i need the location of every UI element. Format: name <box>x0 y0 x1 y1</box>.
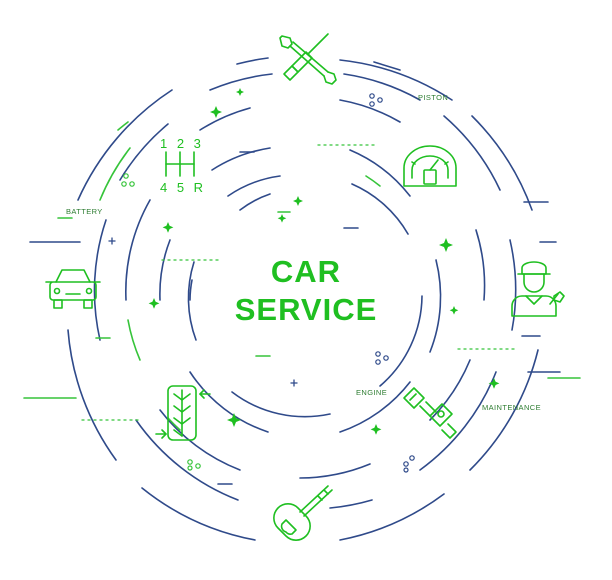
sparkles <box>108 88 500 435</box>
speedometer-icon <box>403 145 457 187</box>
car-icon <box>45 269 101 309</box>
gearbox-bottom: 4 5 R <box>160 180 206 195</box>
car-key-icon <box>273 485 333 541</box>
title-line-2: SERVICE <box>235 292 378 327</box>
page-title: CAR SERVICE <box>235 254 378 327</box>
gearbox-icon: 1 2 3 4 5 R <box>160 136 206 195</box>
gearbox-top: 1 2 3 <box>160 136 204 151</box>
dotted-lines <box>81 144 517 421</box>
tire-icon <box>155 385 211 441</box>
label-engine: ENGINE <box>356 388 387 397</box>
mechanic-icon <box>511 261 565 317</box>
dot-clusters <box>121 93 415 473</box>
label-battery: BATTERY <box>66 207 103 216</box>
label-piston: PISTON <box>418 93 448 102</box>
accent-lines <box>23 61 581 485</box>
title-line-1: CAR <box>271 254 341 289</box>
ring-arcs <box>67 57 539 541</box>
seatbelt-icon <box>403 387 457 439</box>
wrench-screwdriver-icon <box>279 33 337 85</box>
label-maintenance: MAINTENANCE <box>482 403 541 412</box>
